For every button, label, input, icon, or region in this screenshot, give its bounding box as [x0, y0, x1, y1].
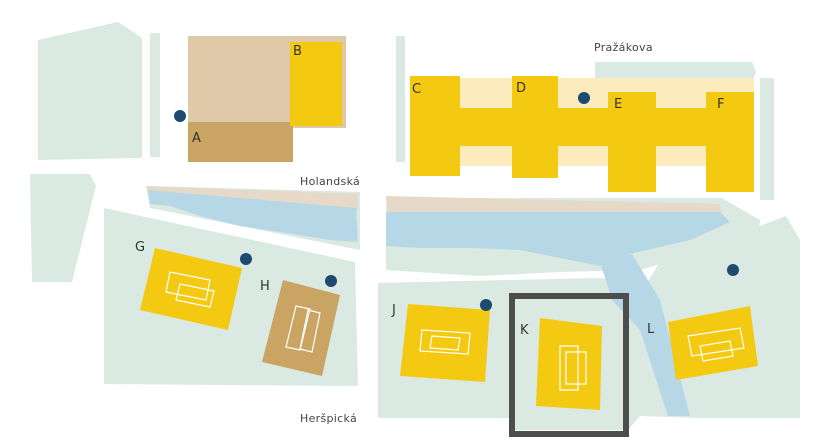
building-g-outline	[165, 271, 215, 308]
label-k: K	[520, 323, 529, 338]
building-cf-connector	[410, 108, 754, 146]
building-e	[608, 92, 656, 192]
label-e: E	[614, 97, 622, 112]
building-g[interactable]	[140, 248, 242, 330]
label-h: H	[260, 279, 270, 294]
street-herspicka: Heršpická	[300, 412, 357, 425]
marker-l[interactable]	[727, 264, 739, 276]
building-labels: A B C D E F G H J K L	[135, 44, 724, 338]
building-b	[290, 42, 342, 126]
ground-west	[38, 22, 142, 160]
label-a: A	[192, 131, 201, 146]
street-labels: Pražákova Holandská Heršpická	[300, 41, 653, 425]
building-h-outline	[285, 305, 321, 353]
building-l-outline	[687, 327, 745, 362]
ground-east-strip	[760, 78, 774, 200]
street-prazakova: Pražákova	[594, 41, 653, 54]
buildings-north	[188, 36, 754, 192]
label-j: J	[391, 303, 396, 318]
ground-prazakova	[595, 62, 756, 82]
ground-southwest-edge	[30, 174, 96, 282]
building-d	[512, 76, 558, 178]
building-f	[706, 92, 754, 192]
building-k-outline	[559, 345, 587, 391]
label-l: L	[647, 322, 655, 337]
canal-east	[386, 212, 730, 266]
label-f: F	[717, 97, 724, 112]
buildings-south	[140, 248, 758, 410]
label-c: C	[412, 82, 421, 97]
marker-a[interactable]	[174, 110, 186, 122]
markers	[174, 92, 739, 311]
marker-j[interactable]	[480, 299, 492, 311]
building-j-outline	[419, 329, 471, 355]
label-d: D	[516, 81, 526, 96]
canal-west	[148, 190, 358, 242]
ground-north-east	[396, 36, 405, 162]
building-j[interactable]	[400, 304, 490, 382]
selected-building-highlight[interactable]	[509, 293, 629, 437]
label-g: G	[135, 240, 145, 255]
street-holandska: Holandská	[300, 175, 360, 188]
path-holandska-east	[386, 196, 722, 214]
marker-de[interactable]	[578, 92, 590, 104]
building-l[interactable]	[668, 306, 758, 380]
building-a	[188, 122, 293, 162]
marker-h[interactable]	[325, 275, 337, 287]
label-b: B	[293, 44, 302, 59]
ground-strip	[150, 33, 160, 157]
marker-g[interactable]	[240, 253, 252, 265]
building-k[interactable]	[536, 318, 602, 410]
building-h[interactable]	[262, 280, 340, 376]
